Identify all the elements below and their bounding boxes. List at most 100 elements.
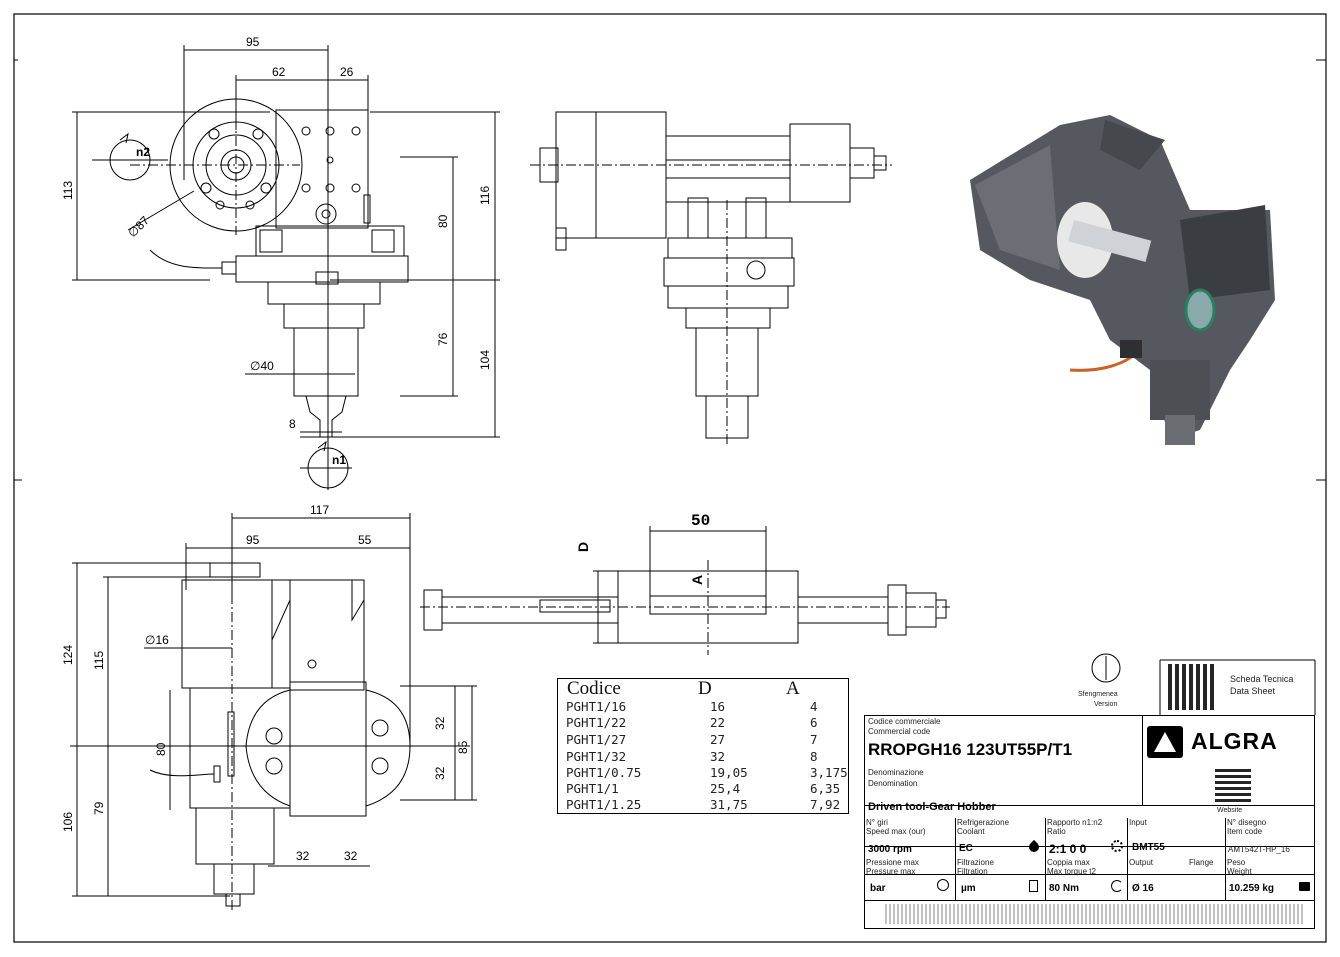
filter-value: µm: [961, 883, 976, 894]
weight-value: 10.259 kg: [1229, 883, 1275, 894]
weight-label: Peso: [1227, 858, 1246, 867]
torque-value: 80 Nm: [1049, 883, 1080, 894]
table-header-d: D: [698, 678, 712, 699]
torque-label: Coppia max: [1047, 858, 1090, 867]
front-view: [72, 45, 500, 490]
output-value: Ø 16: [1132, 883, 1154, 894]
bottom-view: [70, 513, 477, 910]
dim-32c: 32: [433, 716, 447, 730]
table-header-code: Codice: [567, 678, 621, 699]
dim-62: 62: [272, 65, 286, 79]
denomination: Driven tool-Gear Hobber: [868, 801, 996, 813]
front-view-labels: 95 62 26 113 116 80 76 104 ∅87 ∅40 8 n2 …: [61, 35, 492, 467]
speed-label-en: Speed max (our): [866, 827, 926, 836]
label-n1: n1: [332, 453, 346, 467]
bin-icon: [1029, 880, 1038, 892]
commercial-code: RROPGH16 123UT55P/T1: [868, 740, 1073, 759]
label-n2: n2: [136, 145, 150, 159]
lock-icon: [1299, 882, 1310, 891]
dim-50: 50: [691, 512, 710, 530]
torque-icon: [1111, 880, 1123, 892]
dim-d87: ∅87: [125, 213, 152, 240]
coolant-value: EC: [959, 843, 973, 854]
speed-value: 3000 rpm: [868, 844, 912, 855]
coolant-label: Refrigerazione: [957, 818, 1010, 827]
dim-32d: 32: [433, 766, 447, 780]
denom-label-en: Denomination: [868, 779, 918, 788]
dim-8: 8: [289, 417, 296, 431]
title-block: Codice commerciale Commercial code RROPG…: [864, 715, 1315, 929]
dim-32b: 32: [344, 849, 358, 863]
dim-116: 116: [478, 186, 492, 205]
coolant-label-en: Coolant: [957, 827, 985, 836]
dim-95: 95: [246, 35, 260, 49]
item-label: N° disegno: [1227, 818, 1267, 827]
denom-label-it: Denominazione: [868, 768, 924, 777]
version-label-en: Version: [1094, 701, 1118, 708]
speed-label: N° giri: [866, 818, 888, 827]
dim-A: A: [689, 575, 705, 585]
dim-115: 115: [92, 651, 106, 670]
dim-26: 26: [340, 65, 354, 79]
pressure-label: Pressione max: [866, 858, 919, 867]
code-label-en: Commercial code: [868, 727, 931, 736]
code-label-it: Codice commerciale: [868, 717, 941, 726]
output-label: Output: [1129, 858, 1154, 867]
qr-website-icon[interactable]: [1215, 766, 1251, 802]
filter-label-en: Filtration: [957, 867, 988, 876]
item-value: AMT542T-HP_16: [1228, 845, 1290, 854]
table-header-a: A: [786, 678, 800, 699]
gauge-icon: [937, 879, 949, 891]
filter-label: Filtrazione: [957, 858, 994, 867]
dim-55: 55: [358, 533, 372, 547]
coolant-drop-icon: [1026, 839, 1042, 855]
version-label-it: Sfengmenea: [1078, 691, 1118, 698]
dim-79: 79: [92, 801, 106, 815]
pressure-label-en: Pressure max: [866, 867, 916, 876]
datasheet-label-it: Scheda Tecnica: [1230, 674, 1294, 684]
legal-fine-print: [885, 904, 1305, 924]
dim-d16: ∅16: [145, 633, 169, 647]
dim-104: 104: [478, 350, 492, 370]
item-label-en: Item code: [1227, 827, 1263, 836]
algra-logo-icon: [1147, 726, 1183, 758]
dim-85: 85: [456, 740, 470, 754]
dim-117: 117: [310, 503, 329, 517]
torque-label-en: Max torque t2: [1047, 867, 1096, 876]
arbor-view: [420, 526, 950, 655]
dim-106: 106: [61, 812, 75, 832]
arbor-labels: 50 D A: [575, 512, 710, 585]
version-icon: [1091, 653, 1121, 683]
isometric-render: [970, 115, 1275, 445]
input-label: Input: [1129, 818, 1147, 827]
ratio-label: Rapporto n1:n2: [1047, 818, 1103, 827]
weight-label-en: Weight: [1227, 867, 1252, 876]
dim-113: 113: [61, 181, 75, 200]
website-label: Website: [1217, 807, 1243, 814]
datasheet-label-en: Data Sheet: [1230, 686, 1276, 696]
dim-80b: 80: [154, 742, 168, 756]
brand-name: ALGRA: [1191, 728, 1278, 754]
pressure-value: bar: [870, 883, 886, 894]
dim-124: 124: [61, 645, 75, 665]
input-value: BMT55: [1132, 842, 1165, 853]
qr-datasheet-icon[interactable]: [1168, 664, 1214, 710]
dim-D: D: [575, 542, 591, 552]
side-view: [530, 111, 892, 445]
ratio-label-en: Ratio: [1047, 827, 1066, 836]
gears-icon: [1111, 840, 1123, 852]
dim-32a: 32: [296, 849, 310, 863]
dim-80: 80: [436, 214, 450, 228]
dim-95b: 95: [246, 533, 260, 547]
dim-76: 76: [436, 332, 450, 346]
bottom-view-labels: 117 95 55 124 115 ∅16 80 79 106 32 32 32…: [61, 503, 470, 863]
